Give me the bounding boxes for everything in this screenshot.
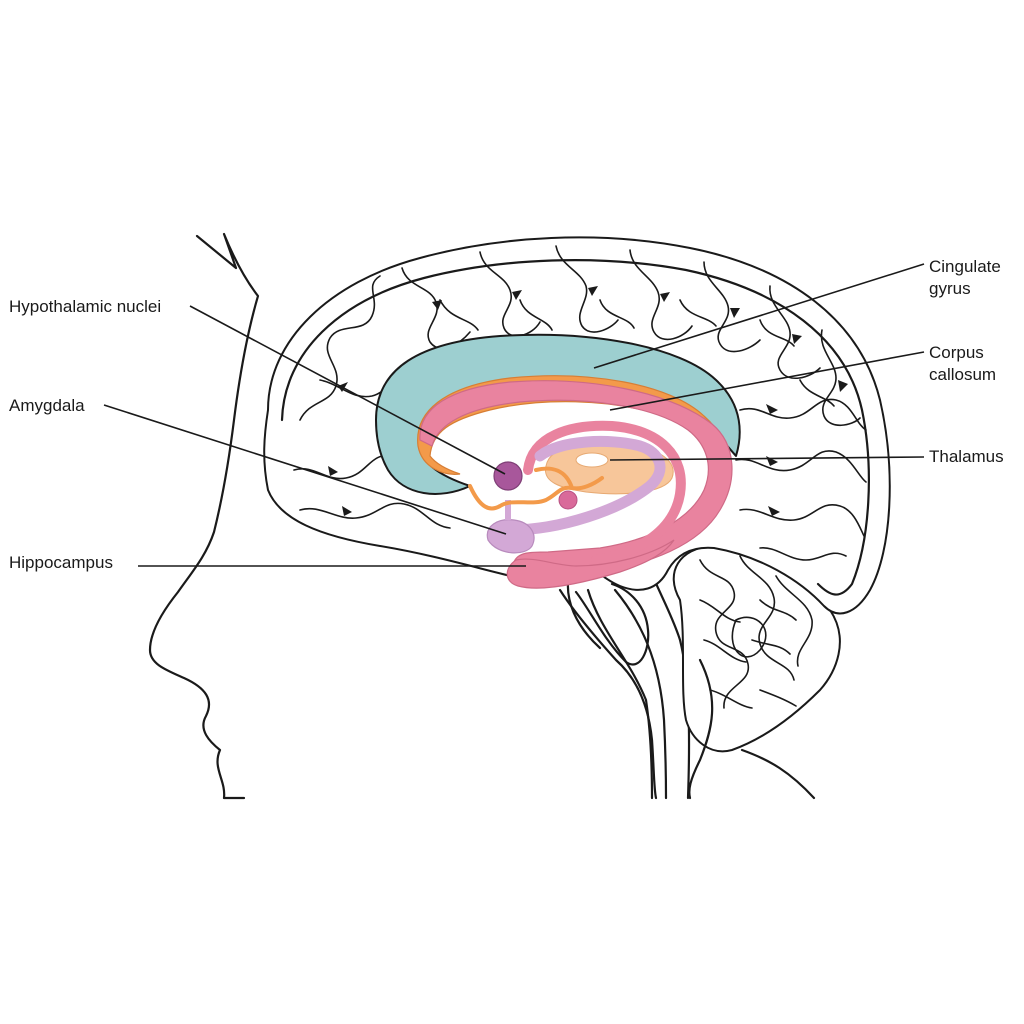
label-cingulate-gyrus-line2: gyrus (929, 279, 971, 298)
labels: Hypothalamic nuclei Amygdala Hippocampus… (9, 257, 1004, 572)
leader-lines (103, 263, 925, 567)
label-amygdala: Amygdala (9, 396, 85, 415)
label-hippocampus: Hippocampus (9, 553, 113, 572)
label-corpus-callosum-line1: Corpus (929, 343, 984, 362)
label-hypothalamic-nuclei: Hypothalamic nuclei (9, 297, 161, 316)
label-thalamus: Thalamus (929, 447, 1004, 466)
leader-cingulate-gyrus (593, 263, 925, 369)
cerebellum (672, 544, 841, 800)
label-cingulate-gyrus-line1: Cingulate (929, 257, 1001, 276)
head-profile (148, 232, 260, 800)
leader-hypothalamic-nuclei (189, 305, 506, 475)
label-corpus-callosum-line2: callosum (929, 365, 996, 384)
leader-amygdala (103, 404, 507, 535)
leader-thalamus (609, 456, 925, 461)
hypothalamic-connections (468, 461, 604, 511)
leader-corpus-callosum (609, 351, 925, 411)
